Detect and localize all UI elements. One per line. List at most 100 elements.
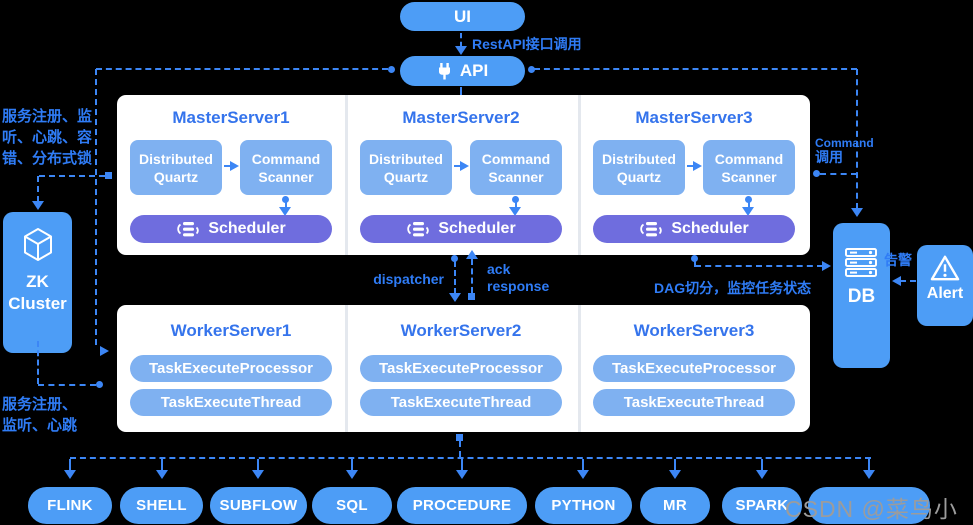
dag-label: DAG切分，监控任务状态 — [654, 280, 812, 296]
task-execute-thread-2: TaskExecuteThread — [360, 389, 562, 416]
queue-icon — [176, 221, 200, 238]
worker-row-panel: WorkerServer1 TaskExecuteProcessor TaskE… — [117, 305, 810, 432]
command-hline — [820, 173, 857, 175]
zk-master-label-line1: 服务注册、监 — [2, 108, 93, 125]
task-type-mr: MR — [640, 487, 710, 524]
api-to-master-line — [460, 87, 462, 95]
dag-arrowhead — [822, 261, 831, 271]
zk-worker-label-line1: 服务注册、 — [2, 396, 78, 413]
drop-line-spark — [761, 459, 763, 471]
dag-vline — [694, 260, 696, 267]
ack-square — [468, 293, 475, 300]
drop-arrowhead-procedure — [456, 470, 468, 479]
master-to-zk-arrowhead — [32, 201, 44, 210]
drop-line-mr — [674, 459, 676, 471]
task-execute-processor-2: TaskExecuteProcessor — [360, 355, 562, 382]
task-type-obscured — [808, 487, 930, 524]
task-execute-thread-1: TaskExecuteThread — [130, 389, 332, 416]
task-type-sql: SQL — [312, 487, 392, 524]
drop-arrowhead-subflow — [252, 470, 264, 479]
alert-to-db-line — [900, 280, 916, 282]
worker-separator-2 — [578, 305, 581, 432]
zk-master-label-line3: 错、分布式锁 — [2, 150, 93, 167]
drop-line-subflow — [257, 459, 259, 471]
task-type-shell: SHELL — [120, 487, 203, 524]
zk-to-worker-dot — [96, 381, 103, 388]
scheduler-2: Scheduler — [360, 215, 562, 243]
drop-line-shell — [161, 459, 163, 471]
worker-server-2-title: WorkerServer2 — [400, 321, 522, 340]
alarm-label: 告警 — [884, 252, 912, 268]
quartz-scanner-line-1 — [224, 165, 232, 167]
dispatcher-label: dispatcher — [373, 271, 444, 287]
drop-arrowhead-shell — [156, 470, 168, 479]
drop-line-python — [582, 459, 584, 471]
zk-master-label: 服务注册、监 听、心跳、容 错、分布式锁 — [2, 106, 92, 169]
worker-server-3-title: WorkerServer3 — [633, 321, 755, 340]
csdn-watermark: CSDN @菜鸟小杰子 — [785, 496, 958, 522]
scheduler-2-label: Scheduler — [438, 220, 516, 237]
scanner-scheduler-arrowhead-3 — [742, 207, 754, 216]
master-to-zk-vline — [37, 176, 39, 202]
master-server-2-title: MasterServer2 — [402, 108, 520, 127]
scanner-scheduler-dot-2 — [512, 196, 519, 203]
api-right-line-dot — [528, 66, 535, 73]
ui-node: UI — [400, 2, 525, 31]
task-execute-processor-1: TaskExecuteProcessor — [130, 355, 332, 382]
zk-to-worker-hline — [38, 384, 96, 386]
scanner-scheduler-dot-3 — [745, 196, 752, 203]
drop-arrowhead-flink — [64, 470, 76, 479]
dispatcher-arrowhead — [449, 293, 461, 302]
worker-to-bus-vline — [459, 441, 461, 457]
zk-worker-label: 服务注册、 监听、心跳 — [2, 394, 86, 436]
alert-to-db-arrowhead — [892, 276, 901, 286]
zk-master-label-line2: 听、心跳、容 — [2, 129, 93, 146]
ui-to-api-arrowhead — [455, 46, 467, 55]
task-execute-processor-3: TaskExecuteProcessor — [593, 355, 795, 382]
command-label-line1: Command — [815, 136, 874, 150]
drop-line-sql — [351, 459, 353, 471]
drop-line-last — [868, 459, 870, 471]
dag-hline — [695, 265, 823, 267]
scheduler-1: Scheduler — [130, 215, 332, 243]
drop-arrowhead-python — [577, 470, 589, 479]
drop-arrowhead-last — [863, 470, 875, 479]
rest-api-label: RestAPI接口调用 — [472, 36, 582, 52]
command-scanner-1: Command Scanner — [240, 140, 332, 195]
scheduler-3: Scheduler — [593, 215, 795, 243]
alert-node: Alert — [917, 245, 973, 326]
distributed-quartz-3: Distributed Quartz — [593, 140, 685, 195]
api-left-vline — [95, 69, 97, 345]
master-to-zk-square — [105, 172, 112, 179]
worker-separator-1 — [345, 305, 348, 432]
api-right-hline — [534, 68, 857, 70]
zk-to-worker-vline — [37, 341, 39, 384]
cube-icon — [18, 225, 58, 265]
master-row-panel: MasterServer1 Distributed Quartz Command… — [117, 95, 810, 255]
dispatcher-dot — [451, 255, 458, 262]
drop-line-procedure — [461, 459, 463, 471]
task-type-spark: SPARK — [722, 487, 802, 524]
ack-label-line2: response — [487, 278, 550, 294]
ack-line — [471, 259, 473, 293]
ui-node-label: UI — [454, 6, 471, 26]
drop-arrowhead-spark — [756, 470, 768, 479]
scanner-scheduler-line-1 — [285, 200, 287, 208]
db-node: DB — [833, 223, 890, 368]
worker-to-bus-square — [456, 434, 463, 441]
scanner-scheduler-dot-1 — [282, 196, 289, 203]
zk-label-line1: ZK — [26, 272, 49, 291]
api-to-worker-arrowhead — [100, 346, 109, 356]
master-separator-2 — [578, 95, 581, 255]
command-label-line2: 调用 — [815, 149, 843, 165]
quartz-scanner-arrowhead-2 — [460, 161, 469, 171]
dispatcher-line — [454, 261, 456, 294]
quartz-scanner-arrowhead-3 — [693, 161, 702, 171]
scanner-scheduler-line-2 — [515, 200, 517, 208]
scanner-scheduler-line-3 — [748, 200, 750, 208]
task-bus-hline — [70, 457, 871, 459]
master-server-1-title: MasterServer1 — [172, 108, 290, 127]
task-type-procedure: PROCEDURE — [397, 487, 527, 524]
usb-plug-icon — [437, 62, 452, 80]
